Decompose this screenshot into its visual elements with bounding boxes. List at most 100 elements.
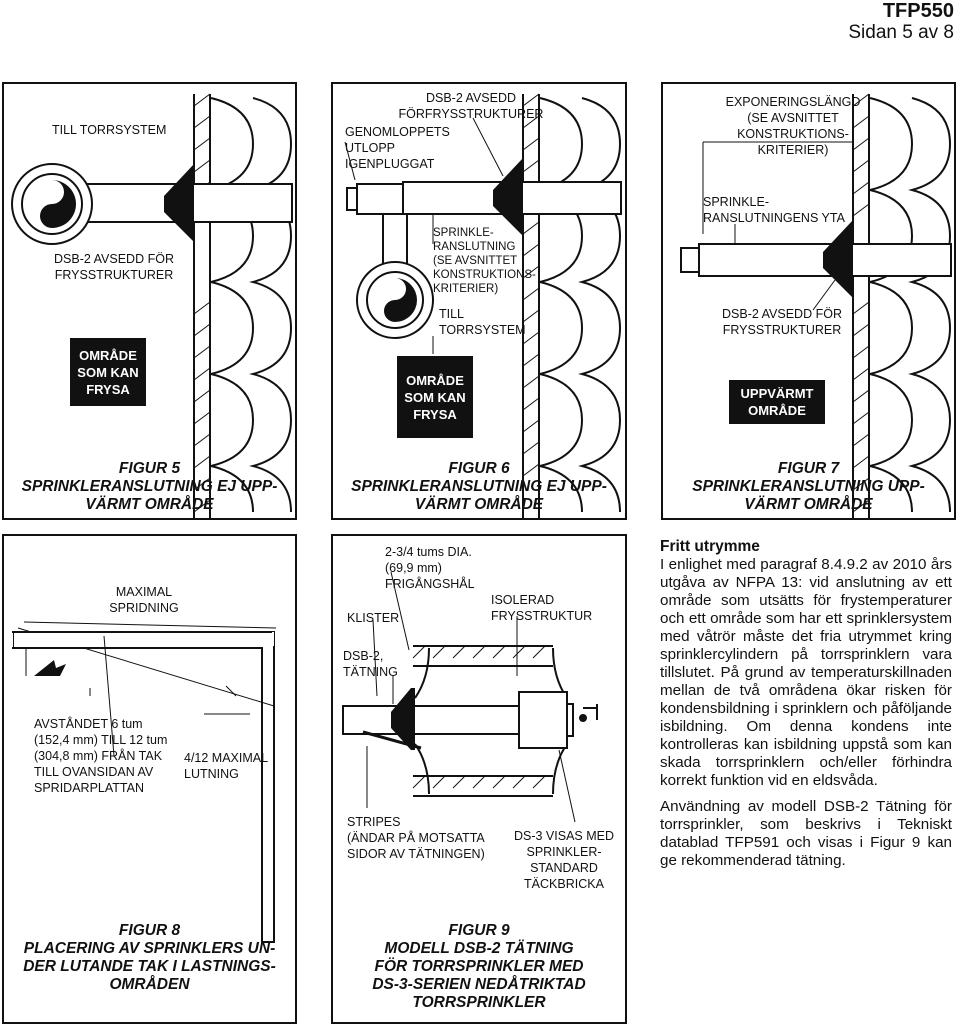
label-exp-line3: KONSTRUKTIONS- — [737, 127, 849, 141]
label-exp-line2: (SE AVSNITTET — [747, 111, 839, 125]
label-ds3-line2: SPRINKLER- — [526, 845, 602, 859]
zone-line2: SOM KAN — [77, 364, 139, 380]
label-str-line3: SIDOR AV TÄTNINGEN) — [347, 847, 485, 861]
figure-9-panel: 2-3/4 tums DIA. (69,9 mm) FRIGÅNGSHÅL KL… — [331, 534, 627, 1024]
label-stripes: STRIPES (ÄNDAR PÅ MOTSATTA SIDOR AV TÄTN… — [347, 814, 485, 862]
label-till-torrsystem: TILL TORRSYSTEM — [52, 123, 167, 137]
zone-line1: UPPVÄRMT — [740, 386, 814, 401]
figure-7-drawing — [680, 93, 952, 519]
figure-9-caption: FIGUR 9 MODELL DSB-2 TÄTNING FÖR TORRSPR… — [333, 922, 625, 1012]
figure-6-drawing — [344, 93, 622, 519]
label-spr-line3: (SE AVSNITTET — [433, 255, 518, 267]
figure-6-caption: FIGUR 6 SPRINKLERANSLUTNING EJ UPP- VÄRM… — [333, 460, 625, 514]
zone-line1: OMRÅDE — [79, 347, 137, 363]
label-avstandet: AVSTÅNDET 6 tum (152,4 mm) TILL 12 tum (… — [34, 716, 167, 796]
figure-7-caption: FIGUR 7 SPRINKLERANSLUTNING UPP- VÄRMT O… — [663, 460, 954, 514]
caption-line4: DS-3-SERIEN NEDÅTRIKTAD — [372, 976, 586, 993]
figure-7-panel: EXPONERINGSLÄNGD (SE AVSNITTET KONSTRUKT… — [661, 82, 956, 520]
label-ds3-line3: STANDARD — [530, 861, 598, 875]
label-dsb2-line2: FRYSSTRUKTURER — [54, 268, 174, 282]
zone-freeze-area: OMRÅDE SOM KAN FRYSA — [70, 338, 146, 406]
label-dia-line1: 2-3/4 tums DIA. — [385, 545, 472, 559]
caption-line2: MODELL DSB-2 TÄTNING — [384, 940, 574, 957]
paragraph-2: Användning av modell DSB-2 Tätning för t… — [660, 798, 952, 869]
caption-line1: FIGUR 8 — [118, 922, 181, 939]
figure-8-panel: MAXIMAL SPRIDNING AVSTÅNDET 6 tum (152,4… — [2, 534, 297, 1024]
caption-line5: TORRSPRINKLER — [412, 994, 546, 1011]
label-isolerad: ISOLERAD FRYSSTRUKTUR — [491, 592, 592, 624]
caption-line2: PLACERING AV SPRINKLERS UN- — [23, 940, 276, 957]
label-till-line1: TILL — [439, 307, 465, 321]
label-str-line2: (ÄNDAR PÅ MOTSATTA — [347, 831, 485, 845]
figure-5-drawing — [11, 93, 293, 519]
caption-line3: DER LUTANDE TAK I LASTNINGS- — [23, 958, 276, 975]
caption-line4: OMRÅDEN — [109, 976, 190, 993]
label-lut-line1: 4/12 MAXIMAL — [184, 751, 269, 765]
label-dsb-line2: FRYSSTRUKTURER — [722, 323, 842, 337]
label-str-line1: STRIPES — [347, 815, 401, 829]
label-dia-line2: (69,9 mm) — [385, 561, 442, 575]
label-dsb2-line1: DSB-2 AVSEDD FÖR — [54, 252, 174, 266]
page-header: TFP550 Sidan 5 av 8 — [848, 0, 954, 44]
figure-5-panel: TILL TORRSYSTEM DSB-2 AVSEDD FÖR FRYSSTR… — [2, 82, 297, 520]
label-ds3: DS-3 VISAS MED SPRINKLER- STANDARD TÄCKB… — [505, 828, 623, 892]
label-max-line1: MAXIMAL — [115, 585, 173, 599]
label-iso-line2: FRYSSTRUKTUR — [491, 609, 593, 623]
label-exp-line1: EXPONERINGSLÄNGD — [725, 95, 861, 109]
label-exp-line4: KRITERIER) — [757, 143, 829, 157]
label-max-spridning: MAXIMAL SPRIDNING — [94, 584, 194, 616]
label-sprinkleranslutningens-yta: SPRINKLE- RANSLUTNINGENS YTA — [703, 194, 845, 226]
caption-line2: SPRINKLERANSLUTNING EJ UPP- — [351, 478, 607, 495]
label-spr-line2: RANSLUTNING — [433, 241, 516, 253]
caption-line1: FIGUR 6 — [448, 460, 510, 477]
label-dsb2: DSB-2 AVSEDD FÖR FRYSSTRUKTURER — [707, 306, 857, 338]
caption-line3: VÄRMT OMRÅDE — [414, 496, 544, 513]
figure-9-drawing — [342, 571, 598, 823]
zone-line2: OMRÅDE — [748, 403, 806, 418]
label-klister: KLISTER — [347, 611, 400, 625]
label-yta-line1: SPRINKLE- — [703, 195, 769, 209]
label-dsb2-avsedd: DSB-2 AVSEDD FÖRFRYSSTRUKTURER — [361, 90, 581, 122]
label-tat-line2: TÄTNING — [343, 665, 398, 679]
label-tat-line1: DSB-2, — [343, 649, 384, 663]
caption-line2: SPRINKLERANSLUTNING UPP- — [692, 478, 925, 495]
caption-line1: FIGUR 5 — [118, 460, 181, 477]
caption-line3: VÄRMT OMRÅDE — [85, 496, 214, 513]
page-number: Sidan 5 av 8 — [848, 22, 954, 43]
label-iso-line1: ISOLERAD — [491, 593, 555, 607]
zone-heated-area: UPPVÄRMT OMRÅDE — [729, 380, 825, 424]
paragraph-1: I enlighet med paragraf 8.4.9.2 av 2010 … — [660, 556, 952, 789]
zone-line3: FRYSA — [413, 406, 457, 422]
label-dia-line3: FRIGÅNGSHÅL — [385, 577, 475, 591]
zone-line2: SOM KAN — [404, 389, 466, 405]
label-lutning: 4/12 MAXIMAL LUTNING — [184, 750, 268, 782]
label-avs-line4: TILL OVANSIDAN AV — [34, 765, 154, 779]
label-dsb2: DSB-2 AVSEDD FÖR FRYSSTRUKTURER — [44, 251, 184, 283]
label-avs-line5: SPRIDARPLATTAN — [34, 781, 144, 795]
label-gen-line2: UTLOPP — [345, 141, 396, 155]
caption-line3: VÄRMT OMRÅDE — [744, 496, 873, 513]
label-tatning: DSB-2, TÄTNING — [343, 648, 398, 680]
body-text-section: Fritt utrymme I enlighet med paragraf 8.… — [660, 538, 952, 870]
label-dsb-line2: FÖRFRYSSTRUKTURER — [398, 107, 544, 121]
label-spr-line4: KONSTRUKTIONS- — [433, 269, 536, 281]
caption-line1: FIGUR 7 — [777, 460, 840, 477]
caption-line1: FIGUR 9 — [448, 922, 510, 939]
label-genomloppet: GENOMLOPPETS UTLOPP IGENPLUGGAT — [345, 124, 450, 172]
label-spr-line5: KRITERIER) — [433, 283, 499, 295]
label-sprinkleranslutning: SPRINKLE- RANSLUTNING (SE AVSNITTET KONS… — [433, 226, 536, 296]
label-gen-line3: IGENPLUGGAT — [345, 157, 435, 171]
caption-line3: FÖR TORRSPRINKLER MED — [374, 958, 584, 975]
label-dsb-line1: DSB-2 AVSEDD FÖR — [722, 307, 842, 321]
caption-line2: SPRINKLERANSLUTNING EJ UPP- — [21, 478, 278, 495]
label-till-line2: TORRSYSTEM — [439, 323, 526, 337]
label-exponeringslangd: EXPONERINGSLÄNGD (SE AVSNITTET KONSTRUKT… — [693, 94, 893, 158]
figure-6-panel: DSB-2 AVSEDD FÖRFRYSSTRUKTURER GENOMLOPP… — [331, 82, 627, 520]
label-avs-line1: AVSTÅNDET 6 tum — [34, 717, 143, 731]
label-diameter: 2-3/4 tums DIA. (69,9 mm) FRIGÅNGSHÅL — [385, 544, 475, 592]
zone-line1: OMRÅDE — [406, 372, 464, 388]
label-lut-line2: LUTNING — [184, 767, 239, 781]
label-ds3-line1: DS-3 VISAS MED — [513, 829, 615, 843]
figure-5-caption: FIGUR 5 SPRINKLERANSLUTNING EJ UPP- VÄRM… — [4, 460, 295, 514]
label-yta-line2: RANSLUTNINGENS YTA — [703, 211, 845, 225]
